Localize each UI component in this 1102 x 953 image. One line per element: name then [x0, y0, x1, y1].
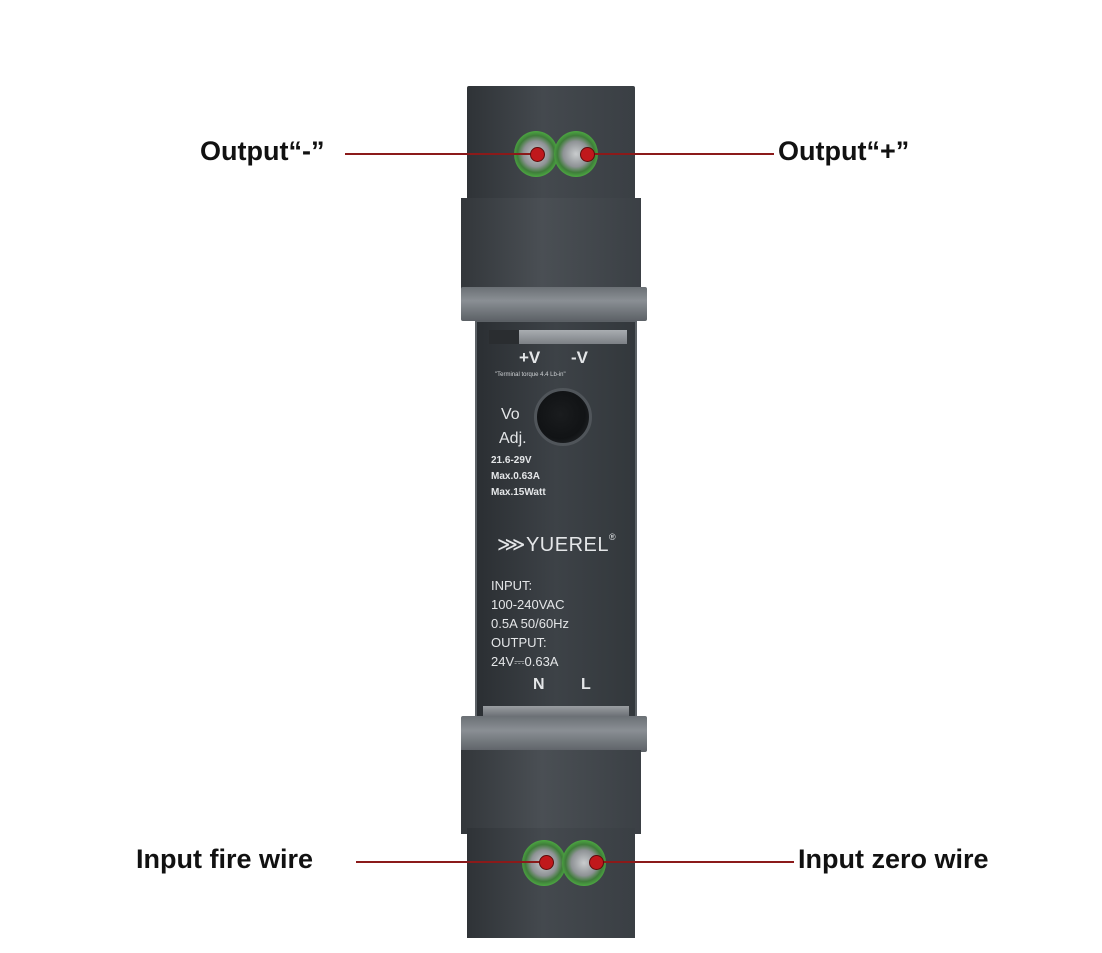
output-rating: 24V⎓0.63A	[491, 654, 559, 669]
output-minus-dot	[530, 147, 545, 162]
brand-logo: ⋙YUEREL®	[497, 532, 616, 557]
n-terminal-label: N	[533, 676, 545, 693]
input-zero-dot	[589, 855, 604, 870]
brand-name: YUEREL	[525, 534, 609, 556]
input-voltage: 100-240VAC	[491, 597, 565, 612]
torque-note: "Terminal torque 4.4 Lb-in"	[495, 372, 566, 378]
minus-v-label: -V	[571, 348, 588, 367]
output-minus-label: Output“-”	[200, 136, 325, 166]
top-ridge	[461, 198, 641, 290]
registered-mark-icon: ®	[608, 532, 617, 542]
input-fire-leader	[356, 861, 546, 863]
plus-v-label: +V	[519, 348, 541, 367]
output-plus-dot	[580, 147, 595, 162]
voltage-range: 21.6-29V	[491, 455, 532, 466]
top-rail-band	[461, 287, 647, 321]
brand-mark-icon: ⋙	[497, 534, 526, 556]
output-plus-leader	[586, 153, 774, 155]
adj-label: Adj.	[499, 430, 527, 447]
voltage-adjust-potentiometer[interactable]	[534, 388, 592, 446]
output-minus-leader	[345, 153, 537, 155]
input-title: INPUT:	[491, 578, 533, 593]
input-fire-label: Input fire wire	[136, 844, 314, 874]
vo-label: Vo	[501, 406, 520, 423]
max-power: Max.15Watt	[491, 487, 546, 498]
input-current: 0.5A 50/60Hz	[491, 616, 570, 631]
output-plus-label: Output“+”	[778, 136, 910, 166]
input-zero-label: Input zero wire	[798, 844, 989, 874]
l-terminal-label: L	[581, 676, 591, 693]
front-label-panel: +V -V "Terminal torque 4.4 Lb-in" Vo Adj…	[475, 320, 637, 724]
max-current: Max.0.63A	[491, 471, 540, 482]
bottom-rail-band	[461, 716, 647, 752]
label-strip-top	[489, 330, 627, 344]
label-strip-bottom	[483, 706, 629, 716]
input-fire-dot	[539, 855, 554, 870]
bottom-ridge	[461, 750, 641, 834]
output-title: OUTPUT:	[491, 635, 547, 650]
input-zero-leader	[596, 861, 794, 863]
